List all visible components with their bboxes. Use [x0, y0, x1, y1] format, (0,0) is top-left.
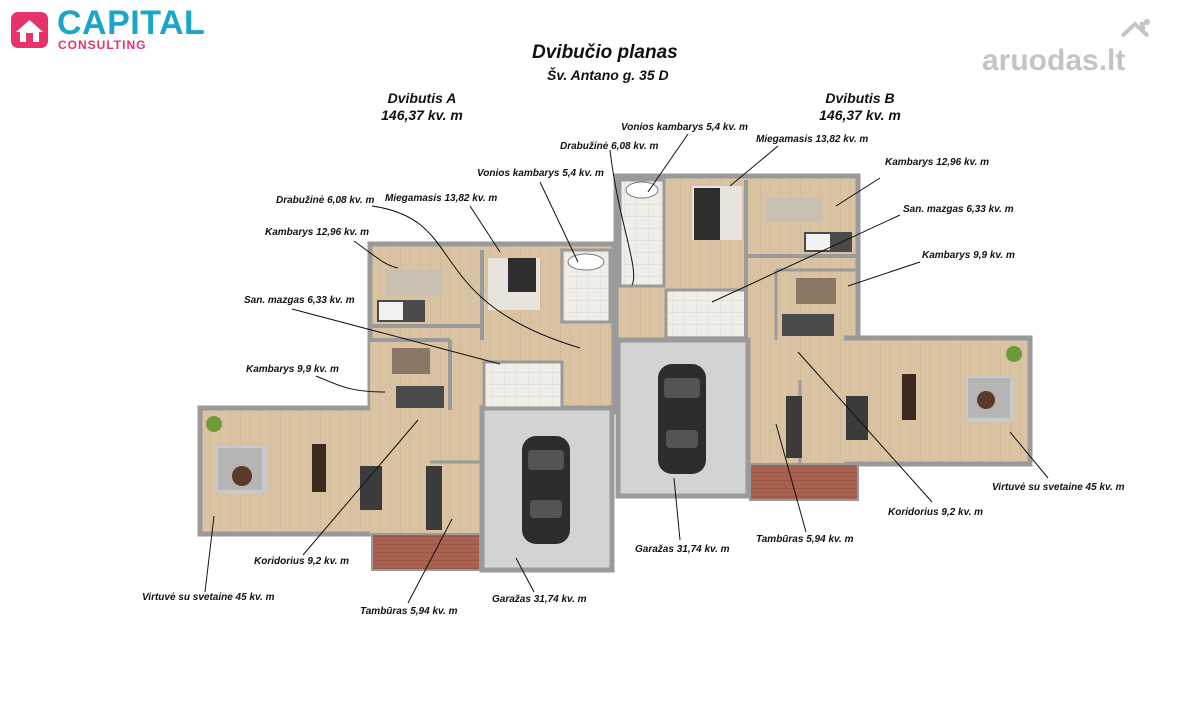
label-b-kambarys-99: Kambarys 9,9 kv. m: [922, 250, 1015, 261]
unit-b-terrace: [749, 463, 859, 501]
unit-a-area: 146,37 kv. m: [381, 107, 463, 123]
watermark-house-icon: [1120, 19, 1150, 38]
logo-name: CAPITAL: [57, 4, 206, 42]
label-b-koridorius: Koridorius 9,2 kv. m: [888, 507, 984, 518]
unit-a-island: [360, 466, 382, 510]
label-b-tamburas: Tambūras 5,94 kv. m: [756, 534, 854, 545]
house-logo-icon: [11, 12, 48, 48]
unit-a-car: [522, 436, 570, 544]
logo-tagline: CONSULTING: [58, 38, 147, 52]
unit-a-rug-1: [385, 270, 443, 296]
label-a-san-mazgas: San. mazgas 6,33 kv. m: [244, 295, 355, 306]
unit-b-dining-table: [902, 374, 916, 420]
unit-a-plant: [206, 416, 222, 432]
unit-b-car: [658, 364, 706, 474]
unit-b-plan: [613, 173, 1033, 501]
label-b-virtuve: Virtuvė su svetaine 45 kv. m: [992, 482, 1125, 493]
label-b-miegamasis: Miegamasis 13,82 kv. m: [756, 134, 869, 145]
unit-a-title: Dvibutis A 146,37 kv. m: [362, 90, 482, 124]
unit-b-kitchen: [786, 396, 802, 458]
label-b-san-mazgas: San. mazgas 6,33 kv. m: [903, 204, 1014, 215]
watermark: aruodas.lt: [982, 44, 1126, 77]
unit-a-terrace: [371, 533, 481, 571]
leader-lines: [204, 133, 1049, 604]
unit-a-bathtub: [567, 253, 605, 271]
unit-b-name: Dvibutis B: [825, 90, 895, 106]
unit-a-kitchen: [426, 466, 442, 530]
label-a-tamburas: Tambūras 5,94 kv. m: [360, 606, 458, 617]
label-a-kambarys-1296: Kambarys 12,96 kv. m: [265, 227, 369, 238]
label-a-kambarys-99: Kambarys 9,9 kv. m: [246, 364, 339, 375]
unit-b-area: 146,37 kv. m: [819, 107, 901, 123]
label-b-drabuzine: Drabužinė 6,08 kv. m: [560, 141, 659, 152]
unit-b-plant: [1006, 346, 1022, 362]
unit-a-bed-3: [396, 386, 444, 408]
label-a-vonios: Vonios kambarys 5,4 kv. m: [477, 168, 604, 179]
unit-b-bathtub: [625, 181, 659, 199]
label-a-virtuve: Virtuvė su svetaine 45 kv. m: [142, 592, 275, 603]
plan-address: Šv. Antano g. 35 D: [547, 67, 669, 83]
label-b-kambarys-1296: Kambarys 12,96 kv. m: [885, 157, 989, 168]
unit-b-rug-1: [766, 198, 822, 222]
unit-a-name: Dvibutis A: [387, 90, 457, 106]
label-a-drabuzine: Drabužinė 6,08 kv. m: [276, 195, 375, 206]
unit-b-bed-3: [782, 314, 834, 336]
label-b-garazas: Garažas 31,74 kv. m: [635, 544, 730, 555]
plan-title: Dvibučio planas: [532, 42, 678, 63]
label-b-vonios: Vonios kambarys 5,4 kv. m: [621, 122, 748, 133]
unit-a-dining-table: [312, 444, 326, 492]
label-a-miegamasis: Miegamasis 13,82 kv. m: [385, 193, 498, 204]
unit-b-title: Dvibutis B 146,37 kv. m: [800, 90, 920, 124]
unit-b-wc: [664, 288, 748, 340]
unit-a-plan: [197, 241, 617, 573]
label-a-garazas: Garažas 31,74 kv. m: [492, 594, 587, 605]
unit-a-wc: [482, 360, 564, 410]
label-a-koridorius: Koridorius 9,2 kv. m: [254, 556, 350, 567]
